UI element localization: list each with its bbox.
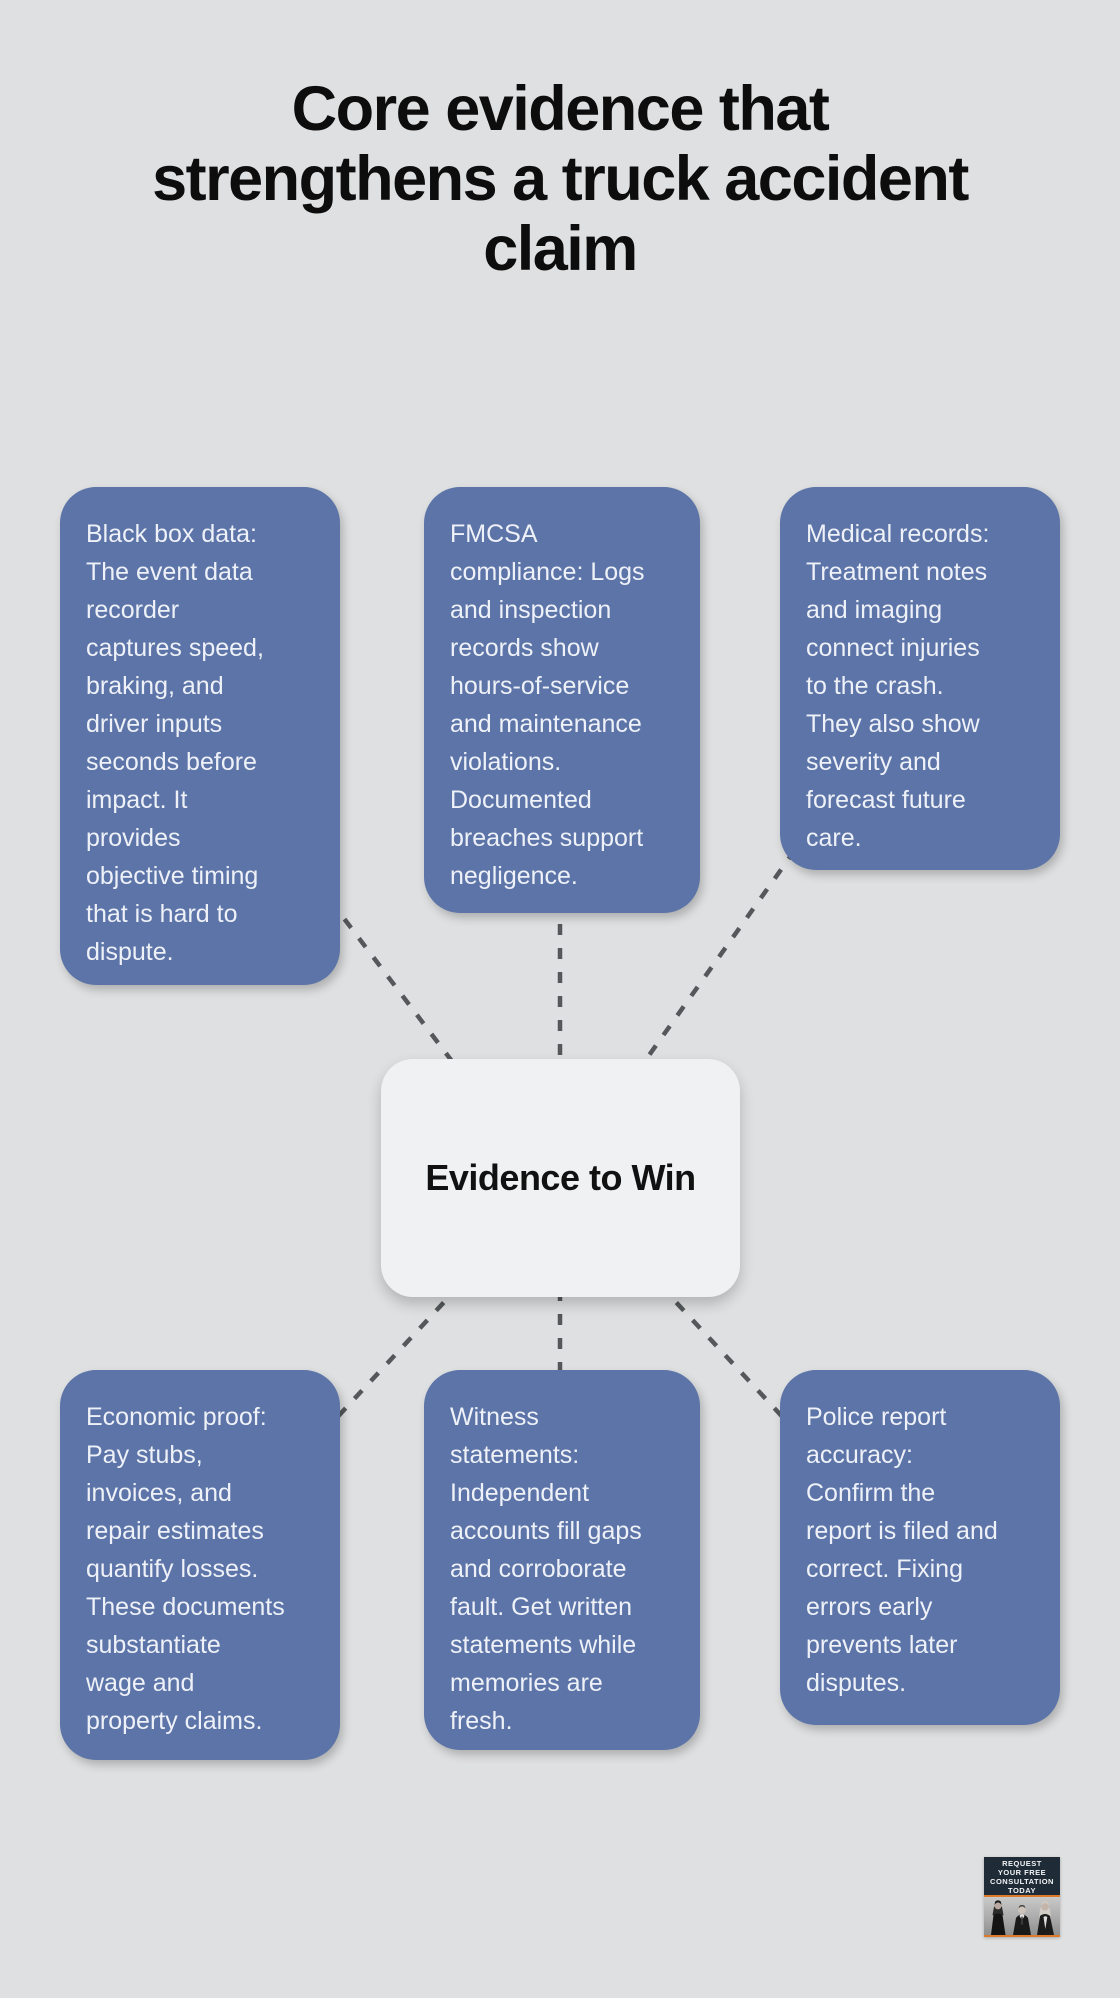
badge-text-line: CONSULTATION [990, 1876, 1054, 1886]
connector-line [658, 1283, 792, 1427]
node-text: Economic proof: Pay stubs, invoices, and… [86, 1403, 285, 1735]
central-node-label: Evidence to Win [425, 1157, 696, 1198]
connector-line [328, 898, 472, 1087]
person-right [1037, 1901, 1054, 1935]
central-node: Evidence to Win [381, 1059, 740, 1297]
badge-text-line: REQUEST [1002, 1858, 1042, 1868]
page-title: Core evidence that strengthens a truck a… [152, 74, 969, 284]
consultation-badge[interactable]: REQUEST YOUR FREE CONSULTATION TODAY [984, 1857, 1060, 1937]
evidence-node-medical-records: Medical records: Treatment notes and ima… [780, 487, 1060, 870]
evidence-node-witness-statements: Witness statements: Independent accounts… [424, 1370, 700, 1750]
consultation-badge-header: REQUEST YOUR FREE CONSULTATION TODAY [984, 1857, 1060, 1897]
badge-text-line: TODAY [1008, 1885, 1036, 1895]
node-text: Witness statements: Independent accounts… [450, 1403, 642, 1735]
law-team-photo [984, 1897, 1060, 1937]
badge-text-line: YOUR FREE [997, 1867, 1047, 1877]
person-left [991, 1900, 1006, 1935]
node-text: FMCSA compliance: Logs and inspection re… [450, 520, 645, 890]
evidence-node-economic-proof: Economic proof: Pay stubs, invoices, and… [60, 1370, 340, 1760]
evidence-node-police-report-accuracy: Police report accuracy: Confirm the repo… [780, 1370, 1060, 1725]
evidence-node-fmcsa-compliance: FMCSA compliance: Logs and inspection re… [424, 487, 700, 913]
connector-line [328, 1283, 462, 1427]
node-text: Medical records: Treatment notes and ima… [806, 520, 990, 852]
person-center [1013, 1904, 1031, 1935]
evidence-node-black-box-data: Black box data: The event data recorder … [60, 487, 340, 985]
node-text: Police report accuracy: Confirm the repo… [806, 1403, 998, 1697]
node-text: Black box data: The event data recorder … [86, 520, 264, 966]
